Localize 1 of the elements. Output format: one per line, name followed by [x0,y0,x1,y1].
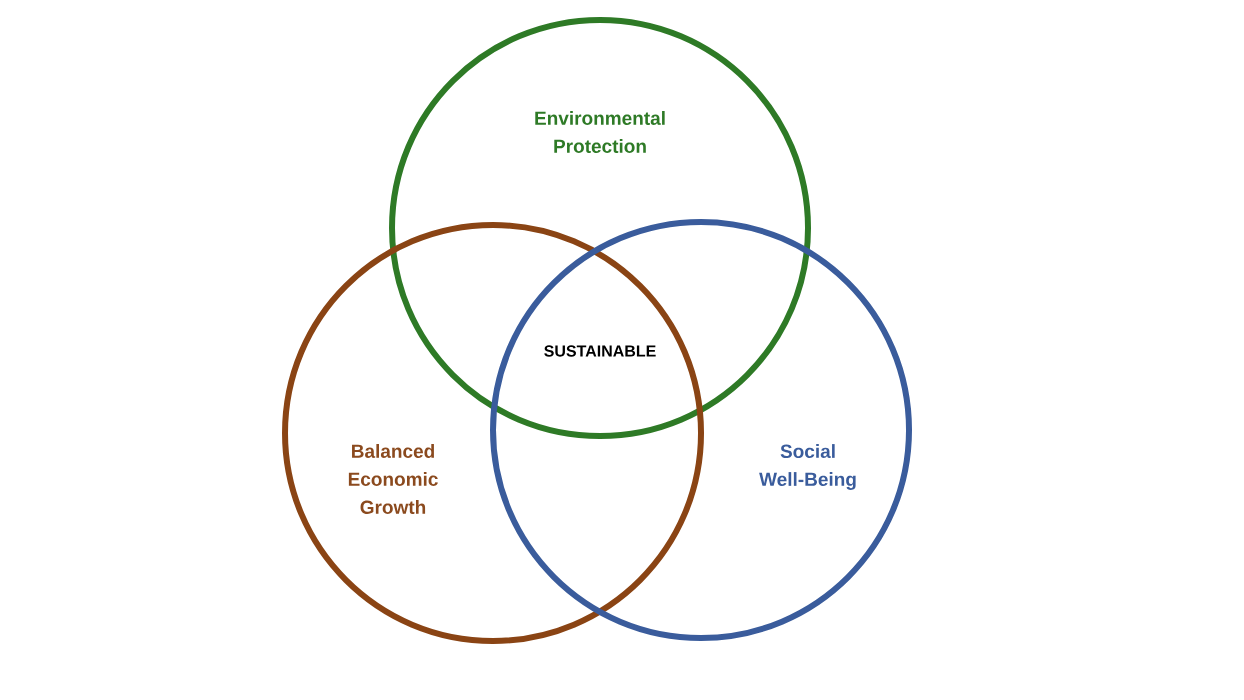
center-label: SUSTAINABLE [544,345,656,357]
